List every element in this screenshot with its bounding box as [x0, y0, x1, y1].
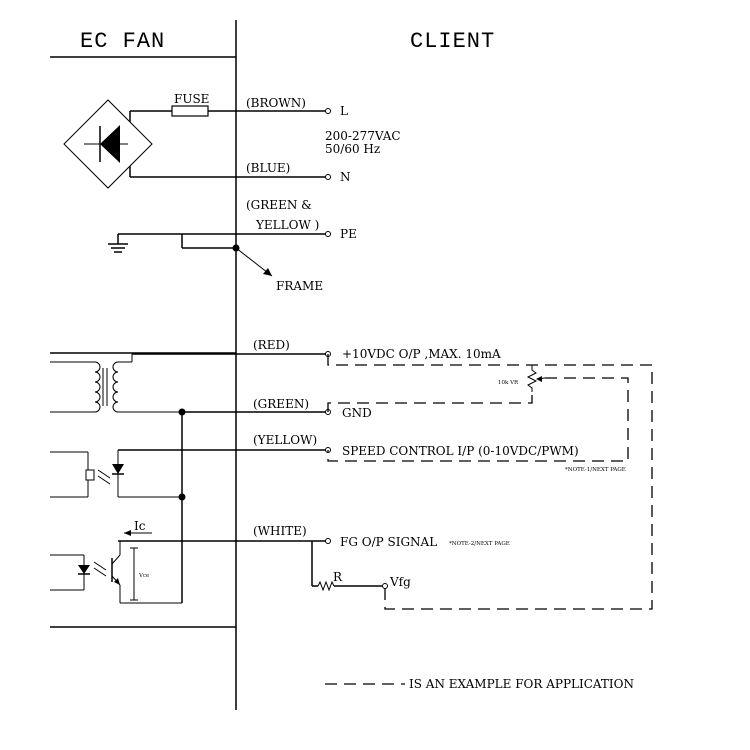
- frame-label: FRAME: [276, 279, 323, 293]
- vce-label: Vce: [138, 573, 149, 579]
- red-label: (RED): [253, 338, 290, 352]
- header-client: CLIENT: [410, 29, 495, 54]
- fg-label: FG O/P SIGNAL: [340, 535, 437, 549]
- terminal-L: L: [340, 104, 348, 118]
- green-yellow-label-2: YELLOW ): [255, 218, 319, 232]
- terminal-N: N: [340, 170, 351, 184]
- terminal-PE: PE: [340, 227, 357, 241]
- green-label: (GREEN): [253, 397, 309, 411]
- green-yellow-label-1: (GREEN &: [246, 198, 312, 212]
- header-ec-fan: EC FAN: [80, 29, 165, 54]
- note1-label: *NOTE-1/NEXT PAGE: [565, 467, 626, 473]
- pot-label: 10k VR: [498, 380, 519, 386]
- frequency-label: 50/60 Hz: [325, 142, 380, 156]
- speed-label: SPEED CONTROL I/P (0-10VDC/PWM): [342, 444, 579, 458]
- example-circuit: [327, 354, 653, 610]
- ground-icon: [108, 234, 128, 253]
- vfg-label: Vfg: [389, 575, 411, 589]
- resistor-r: [317, 580, 335, 592]
- optocoupler-output-icon: [50, 541, 182, 604]
- blue-label: (BLUE): [246, 161, 290, 175]
- ic-label: Ic: [134, 519, 146, 533]
- white-label: (WHITE): [253, 524, 307, 538]
- rectifier-bridge: [63, 99, 153, 189]
- voltage-label: 200-277VAC: [325, 129, 401, 143]
- yellow-label: (YELLOW): [253, 433, 317, 447]
- note2-label: *NOTE-2/NEXT PAGE: [449, 541, 510, 547]
- optocoupler-input-icon: [50, 450, 182, 498]
- transformer-icon: [50, 354, 182, 413]
- fuse-symbol: [171, 105, 209, 117]
- fuse-label: FUSE: [174, 92, 209, 106]
- out-10v-label: +10VDC O/P ,MAX. 10mA: [342, 347, 501, 361]
- gnd-label: GND: [342, 406, 372, 420]
- brown-label: (BROWN): [246, 96, 306, 110]
- ic-arrow: [124, 530, 152, 536]
- vce-marker: [130, 547, 138, 601]
- legend-text: IS AN EXAMPLE FOR APPLICATION: [409, 677, 634, 691]
- r-label: R: [333, 570, 343, 584]
